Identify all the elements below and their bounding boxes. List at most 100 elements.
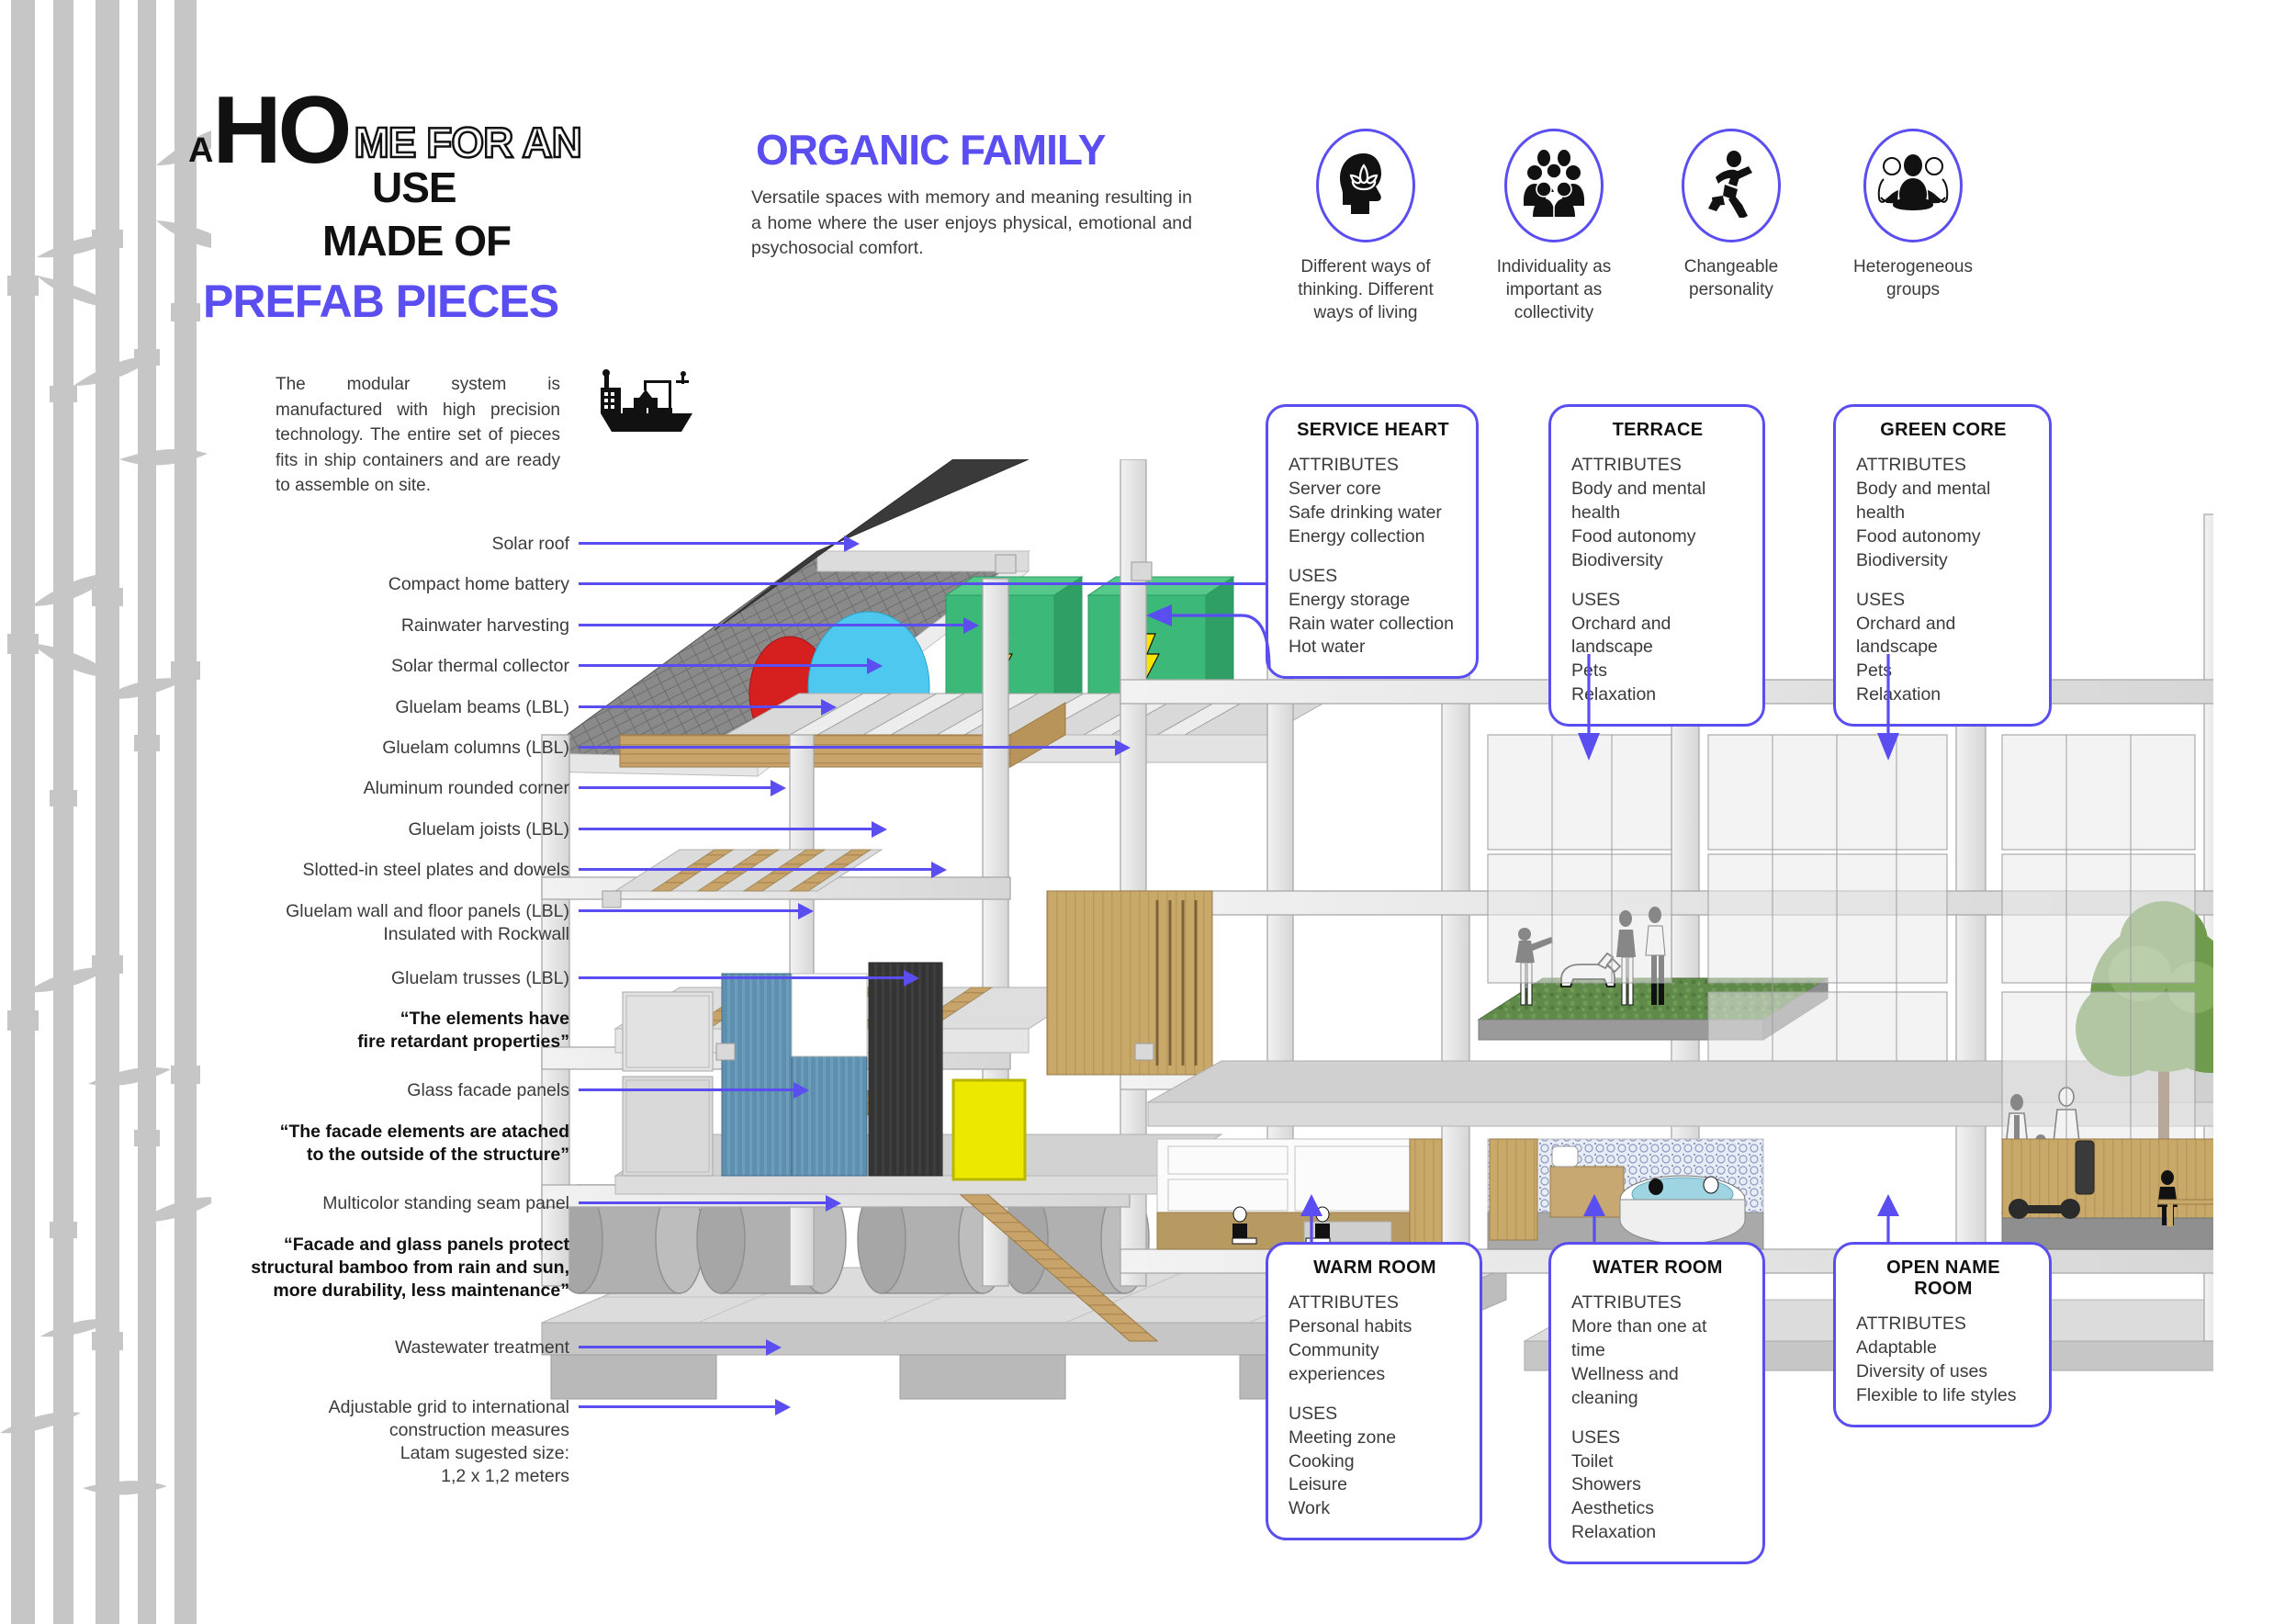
component-label-text: Solar roof bbox=[491, 534, 569, 554]
bamboo-background-graphic bbox=[0, 0, 211, 1624]
concept-oval-3 bbox=[1863, 129, 1963, 242]
component-label-text: Gluelam joists (LBL) bbox=[408, 819, 569, 840]
title-word-use: USE bbox=[372, 164, 457, 211]
component-label-text: “Facade and glass panels protect structu… bbox=[251, 1235, 569, 1301]
running-person-icon bbox=[1703, 150, 1760, 222]
attribute-item: Safe drinking water bbox=[1289, 502, 1442, 523]
attribute-item: Energy collection bbox=[1289, 525, 1425, 547]
callout-connector-terrace bbox=[1578, 654, 1600, 761]
callout-title: GREEN CORE bbox=[1880, 420, 2007, 440]
uses-header: USES bbox=[1571, 589, 1621, 610]
uses-header: USES bbox=[1289, 565, 1338, 586]
component-leader-arrow bbox=[579, 698, 837, 716]
callout-attributes: ATTRIBUTES Adaptable Diversity of uses F… bbox=[1856, 1313, 2031, 1408]
modular-system-paragraph: The modular system is manufactured with … bbox=[276, 375, 560, 496]
attribute-item: Server core bbox=[1289, 478, 1381, 499]
component-label-text: Adjustable grid to international constru… bbox=[328, 1397, 569, 1486]
callout-terrace[interactable]: TERRACE ATTRIBUTES Body and mental healt… bbox=[1548, 404, 1765, 727]
component-label-text: Aluminum rounded corner bbox=[363, 778, 569, 798]
title-word-prefab-pieces: PREFAB PIECES bbox=[203, 276, 559, 327]
attribute-item: Body and mental health bbox=[1856, 478, 1991, 523]
title-organic-family: ORGANIC FAMILY bbox=[756, 126, 1106, 174]
component-label-text: Gluelam wall and floor panels (LBL) Insu… bbox=[286, 901, 569, 944]
attributes-header: ATTRIBUTES bbox=[1289, 1292, 1399, 1313]
title-word-me-for-an: ME FOR AN bbox=[353, 118, 583, 166]
callout-water-room[interactable]: WATER ROOM ATTRIBUTES More than one at t… bbox=[1548, 1242, 1765, 1565]
attributes-header: ATTRIBUTES bbox=[1571, 1292, 1682, 1313]
callout-service-heart[interactable]: SERVICE HEART ATTRIBUTES Server core Saf… bbox=[1266, 404, 1479, 680]
callout-title: OPEN NAME ROOM bbox=[1886, 1257, 2000, 1299]
component-leader-arrow bbox=[579, 1398, 791, 1415]
callout-title: WARM ROOM bbox=[1313, 1257, 1436, 1278]
component-label-text: Gluelam columns (LBL) bbox=[382, 738, 569, 758]
component-leader-arrow bbox=[579, 1194, 841, 1212]
component-label-text: Gluelam trusses (LBL) bbox=[391, 968, 569, 988]
use-item: Hot water bbox=[1289, 637, 1366, 658]
concept-item-2: Changeable personality bbox=[1644, 129, 1818, 301]
use-item: Work bbox=[1289, 1498, 1331, 1519]
attributes-header: ATTRIBUTES bbox=[1856, 455, 1966, 475]
callout-uses: USES Orchard and landscape Pets Relaxati… bbox=[1571, 589, 1744, 708]
people-group-icon bbox=[1520, 149, 1588, 223]
attribute-item: Food autonomy bbox=[1856, 525, 1981, 547]
use-item: Aesthetics bbox=[1571, 1498, 1654, 1519]
component-leader-arrow bbox=[579, 657, 883, 674]
title-word-a: A bbox=[188, 131, 213, 170]
callout-attributes: ATTRIBUTES Personal habits Community exp… bbox=[1289, 1291, 1461, 1387]
title-word-made-of: MADE OF bbox=[322, 217, 512, 265]
callout-uses: USES Toilet Showers Aesthetics Relaxatio… bbox=[1571, 1427, 1744, 1546]
callout-connector-service-heart bbox=[1146, 604, 1271, 670]
component-label-text: Solar thermal collector bbox=[391, 656, 569, 676]
callout-connector-open-name-room bbox=[1877, 1194, 1899, 1242]
attribute-item: Food autonomy bbox=[1571, 525, 1696, 547]
use-item: Toilet bbox=[1571, 1450, 1614, 1472]
attribute-item: Wellness and cleaning bbox=[1571, 1363, 1679, 1408]
callout-warm-room[interactable]: WARM ROOM ATTRIBUTES Personal habits Com… bbox=[1266, 1242, 1482, 1541]
use-item: Meeting zone bbox=[1289, 1427, 1397, 1448]
callout-connector-water-room bbox=[1583, 1194, 1605, 1242]
component-leader-arrow bbox=[579, 969, 919, 987]
callout-title: TERRACE bbox=[1612, 420, 1704, 440]
attribute-item: Biodiversity bbox=[1571, 549, 1663, 570]
attribute-item: Personal habits bbox=[1289, 1315, 1412, 1336]
concept-oval-2 bbox=[1682, 129, 1781, 242]
callout-green-core[interactable]: GREEN CORE ATTRIBUTES Body and mental he… bbox=[1833, 404, 2052, 727]
component-label-text: Gluelam beams (LBL) bbox=[395, 697, 569, 717]
use-item: Rain water collection bbox=[1289, 613, 1454, 634]
component-leader-arrow bbox=[579, 616, 979, 634]
poster-subtitle: Versatile spaces with memory and meaning… bbox=[751, 187, 1192, 259]
concept-oval-0 bbox=[1316, 129, 1415, 242]
component-label-text: “The elements have fire retardant proper… bbox=[357, 1009, 569, 1052]
attribute-item: More than one at time bbox=[1571, 1315, 1707, 1360]
use-item: Orchard and landscape bbox=[1856, 613, 1956, 658]
cargo-ship-icon bbox=[595, 367, 698, 439]
component-leader-arrow bbox=[579, 861, 947, 878]
component-label-text: Wastewater treatment bbox=[394, 1337, 569, 1358]
concept-caption-0: Different ways of thinking. Different wa… bbox=[1298, 257, 1434, 323]
callout-uses: USES Energy storage Rain water collectio… bbox=[1289, 565, 1458, 660]
component-leader-arrow bbox=[579, 902, 814, 919]
callout-title: WATER ROOM bbox=[1593, 1257, 1723, 1278]
component-leader-arrow bbox=[579, 739, 1131, 756]
attribute-item: Adaptable bbox=[1856, 1336, 1937, 1358]
attribute-item: Flexible to life styles bbox=[1856, 1384, 2017, 1405]
lotus-head-icon bbox=[1333, 150, 1399, 222]
use-item: Cooking bbox=[1289, 1450, 1355, 1472]
attributes-header: ATTRIBUTES bbox=[1289, 455, 1399, 475]
concept-item-3: Heterogeneous groups bbox=[1826, 129, 2000, 301]
use-item: Showers bbox=[1571, 1474, 1641, 1495]
attribute-item: Body and mental health bbox=[1571, 478, 1706, 523]
component-label-text: Slotted-in steel plates and dowels bbox=[302, 860, 569, 880]
component-label-text: Compact home battery bbox=[388, 574, 569, 594]
component-leader-arrow bbox=[579, 1081, 809, 1099]
meditation-group-icon bbox=[1876, 153, 1950, 219]
component-label-text: Multicolor standing seam panel bbox=[322, 1193, 569, 1213]
uses-header: USES bbox=[1856, 589, 1906, 610]
concept-item-1: Individuality as important as collectivi… bbox=[1467, 129, 1641, 324]
callout-open-name-room[interactable]: OPEN NAME ROOM ATTRIBUTES Adaptable Dive… bbox=[1833, 1242, 2052, 1427]
use-item: Relaxation bbox=[1856, 684, 1941, 705]
callout-title: SERVICE HEART bbox=[1297, 420, 1449, 440]
use-item: Pets bbox=[1856, 660, 1893, 682]
use-item: Relaxation bbox=[1571, 1522, 1657, 1543]
